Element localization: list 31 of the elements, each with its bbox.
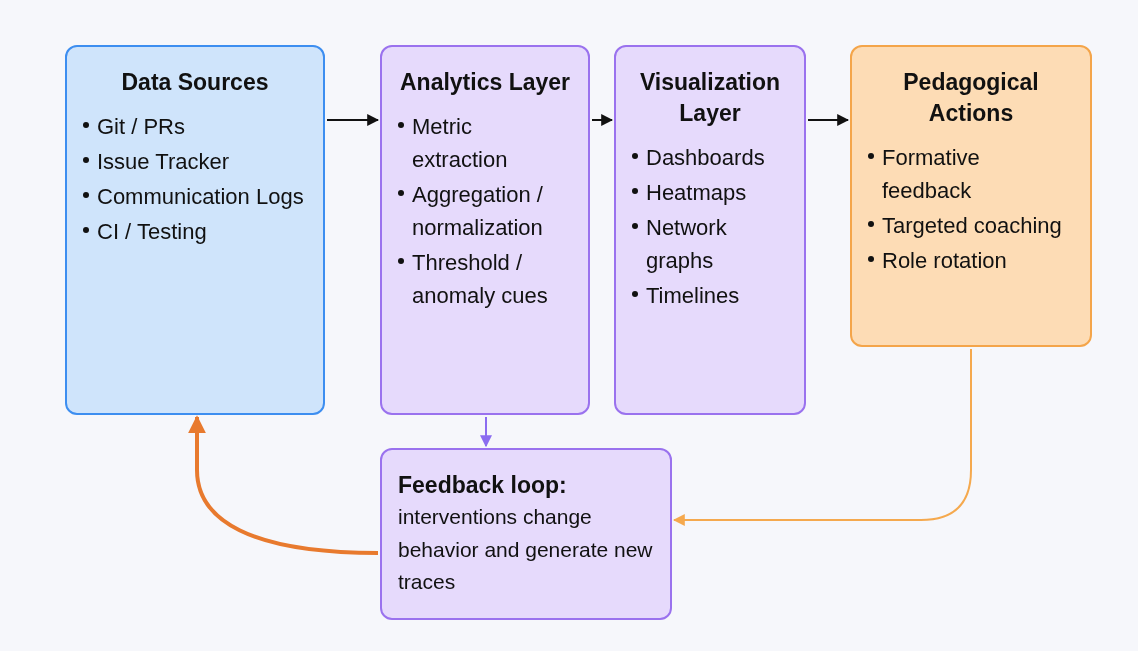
bullet-text: Network graphs	[646, 214, 728, 276]
box-heading: Pedagogical Actions	[902, 68, 1040, 129]
bullet-text: Metric extraction	[412, 113, 509, 175]
bullet-text: Formative feedback	[882, 144, 981, 206]
bullet-text: Threshold / anomaly cues	[412, 249, 549, 311]
arrow	[672, 348, 972, 526]
box-heading: Data Sources	[120, 68, 270, 97]
box-body-text: interventions change behavior and generate new traces	[398, 504, 654, 596]
bullet-text: CI / Testing	[97, 218, 207, 247]
process-box	[65, 45, 325, 415]
bullet-text: Git / PRs	[97, 113, 185, 142]
bullet-text: Communication Logs	[97, 183, 304, 212]
arrow	[188, 415, 379, 555]
arrow	[480, 416, 492, 448]
process-box	[380, 45, 590, 415]
arrow	[591, 114, 614, 126]
arrow	[807, 114, 850, 126]
bullet-text: Dashboards	[646, 144, 765, 173]
process-box	[380, 448, 672, 620]
arrow	[326, 114, 380, 126]
bullet-text: Issue Tracker	[97, 148, 230, 177]
process-box	[850, 45, 1092, 347]
bullet-text: Aggregation / normalization	[412, 181, 544, 243]
process-box	[614, 45, 806, 415]
box-heading: Feedback loop:	[398, 471, 568, 500]
bullet-text: Targeted coaching	[882, 212, 1062, 241]
bullet-text: Heatmaps	[646, 179, 747, 208]
bullet-text: Role rotation	[882, 247, 1007, 276]
box-heading: Visualization Layer	[638, 68, 782, 129]
bullet-text: Timelines	[646, 282, 740, 311]
box-heading: Analytics Layer	[399, 68, 571, 97]
